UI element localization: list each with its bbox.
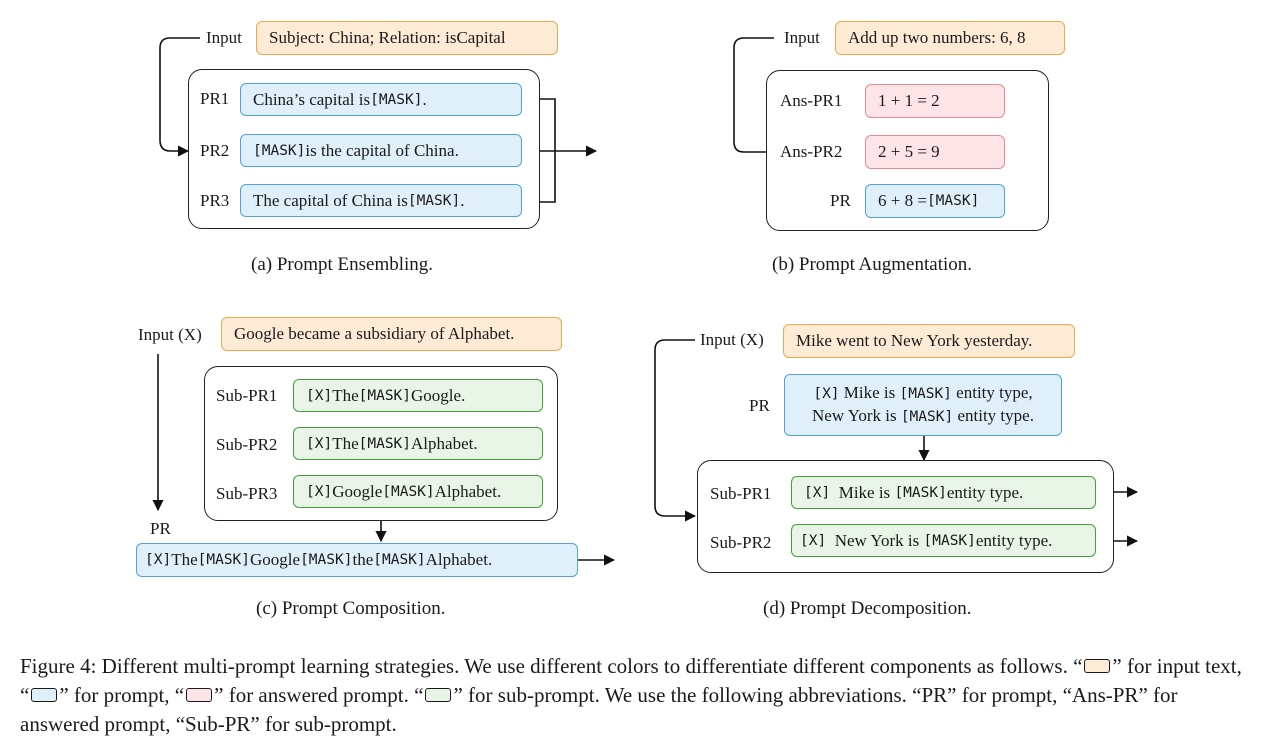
- mask-token: [MASK]: [300, 552, 353, 568]
- c-sub-pr3-label: Sub-PR3: [216, 484, 278, 503]
- d-sub-pr1-text: Mike is: [830, 482, 895, 502]
- c-sub-pr2-text-end: Alphabet.: [411, 433, 478, 453]
- x-token: [X]: [306, 387, 333, 404]
- c-pr-text: the: [352, 550, 374, 569]
- b-ans-pr2-label: Ans-PR2: [780, 142, 843, 161]
- c-sub-pr3-text-end: Alphabet.: [434, 481, 502, 501]
- mask-token: [MASK]: [197, 552, 251, 568]
- a-pr1-text-end: .: [422, 89, 427, 109]
- d-pr-text: Mike is: [839, 383, 900, 402]
- c-pr-label: PR: [150, 519, 171, 538]
- d-input-label: Input (X): [700, 330, 764, 349]
- mask-token: [MASK]: [370, 91, 423, 108]
- d-pr-box: [X] Mike is [MASK] entity type, New York…: [784, 374, 1062, 436]
- mask-token: [MASK]: [926, 193, 980, 209]
- d-sub-pr1-box: [X] Mike is [MASK] entity type.: [791, 476, 1096, 509]
- mask-token: [MASK]: [407, 192, 461, 209]
- x-token: [X]: [804, 484, 831, 501]
- a-pr2-box: [MASK] is the capital of China.: [240, 134, 522, 167]
- a-pr3-box: The capital of China is [MASK].: [240, 184, 522, 217]
- d-pr-line2: New York is [MASK] entity type.: [812, 405, 1034, 428]
- figure-caption-text: ” for prompt, “: [59, 683, 185, 707]
- mask-token: [MASK]: [358, 435, 412, 452]
- b-ans-pr1-label: Ans-PR1: [780, 91, 843, 110]
- mask-token: [MASK]: [358, 387, 412, 404]
- d-caption: (d) Prompt Decomposition.: [763, 598, 972, 619]
- b-input-box: Add up two numbers: 6, 8: [835, 21, 1065, 55]
- b-caption: (b) Prompt Augmentation.: [772, 254, 973, 275]
- d-pr-label: PR: [749, 396, 770, 415]
- a-pr1-box: China’s capital is [MASK].: [240, 83, 522, 116]
- d-sub-pr1-text-end: entity type.: [946, 482, 1024, 502]
- d-pr-line1: [X] Mike is [MASK] entity type,: [813, 382, 1032, 405]
- a-input-box: Subject: China; Relation: isCapital: [256, 21, 558, 55]
- input-color-swatch: [1084, 659, 1111, 674]
- c-sub-pr1-box: [X] The [MASK] Google.: [293, 379, 543, 412]
- answered-prompt-color-swatch: [186, 688, 213, 703]
- c-caption: (c) Prompt Composition.: [256, 598, 446, 619]
- c-sub-pr1-label: Sub-PR1: [216, 386, 278, 405]
- mask-token: [MASK]: [382, 483, 435, 500]
- d-pr-text: entity type,: [951, 383, 1033, 402]
- c-input-label: Input (X): [138, 325, 202, 344]
- b-ans-pr2-box: 2 + 5 = 9: [865, 135, 1005, 169]
- mask-token: [MASK]: [253, 142, 306, 159]
- a-pr2-text: is the capital of China.: [305, 140, 459, 160]
- a-pr2-label: PR2: [200, 141, 230, 160]
- d-sub-pr2-text: New York is: [826, 530, 924, 550]
- a-pr1-text: China’s capital is: [253, 89, 371, 109]
- prompt-color-swatch: [31, 688, 58, 703]
- b-pr-box: 6 + 8 = [MASK]: [865, 184, 1005, 218]
- figure-caption-text: Figure 4: Different multi-prompt learnin…: [20, 654, 1083, 678]
- c-sub-pr1-text: The: [332, 385, 359, 405]
- a-pr3-text: The capital of China is: [253, 190, 408, 210]
- mask-token: [MASK]: [899, 386, 952, 402]
- d-pr-text: New York is: [812, 406, 901, 425]
- x-token: [X]: [306, 435, 333, 452]
- a-input-label: Input: [206, 28, 242, 47]
- d-sub-pr2-label: Sub-PR2: [710, 533, 772, 552]
- mask-token: [MASK]: [894, 484, 947, 501]
- c-input-box: Google became a subsidiary of Alphabet.: [221, 317, 562, 351]
- d-sub-pr1-label: Sub-PR1: [710, 484, 772, 503]
- c-sub-pr2-box: [X] The [MASK] Alphabet.: [293, 427, 543, 460]
- c-sub-pr3-box: [X] Google [MASK] Alphabet.: [293, 475, 543, 508]
- d-sub-pr2-text-end: entity type.: [975, 530, 1053, 550]
- figure-caption-text: ” for sub-prompt. We use the following a…: [20, 683, 1178, 736]
- c-pr-text-end: Alphabet.: [425, 550, 493, 569]
- a-pr1-label: PR1: [200, 89, 230, 108]
- d-input-box: Mike went to New York yesterday.: [783, 324, 1075, 358]
- c-pr-text: The: [171, 550, 198, 569]
- b-input-label: Input: [784, 28, 820, 47]
- c-sub-pr2-text: The: [332, 433, 359, 453]
- x-token: [X]: [813, 386, 840, 402]
- x-token: [X]: [306, 483, 333, 500]
- figure-caption-text: ” for answered prompt. “: [214, 683, 424, 707]
- b-pr-label: PR: [830, 191, 851, 210]
- b-ans-pr1-box: 1 + 1 = 2: [865, 84, 1005, 118]
- figure-caption: Figure 4: Different multi-prompt learnin…: [20, 652, 1246, 739]
- c-pr-text: Google: [250, 550, 301, 569]
- mask-token: [MASK]: [373, 552, 426, 568]
- sub-prompt-color-swatch: [425, 688, 452, 703]
- figure-caption-text: ” for input text, “: [20, 654, 1242, 707]
- d-pr-text: entity type.: [953, 406, 1034, 425]
- c-sub-pr3-text: Google: [332, 481, 383, 501]
- b-pr-text: 6 + 8 =: [878, 191, 927, 210]
- c-sub-pr1-text-end: Google.: [411, 385, 466, 405]
- mask-token: [MASK]: [900, 409, 954, 425]
- a-pr3-label: PR3: [200, 191, 230, 210]
- x-token: [X]: [800, 532, 827, 549]
- x-token: [X]: [145, 552, 172, 568]
- d-sub-pr2-box: [X] New York is [MASK] entity type.: [791, 524, 1096, 557]
- c-pr-box: [X] The [MASK] Google [MASK] the [MASK] …: [136, 543, 578, 577]
- mask-token: [MASK]: [923, 532, 976, 549]
- a-caption: (a) Prompt Ensembling.: [251, 254, 434, 275]
- a-pr3-text-end: .: [460, 190, 465, 210]
- c-sub-pr2-label: Sub-PR2: [216, 435, 278, 454]
